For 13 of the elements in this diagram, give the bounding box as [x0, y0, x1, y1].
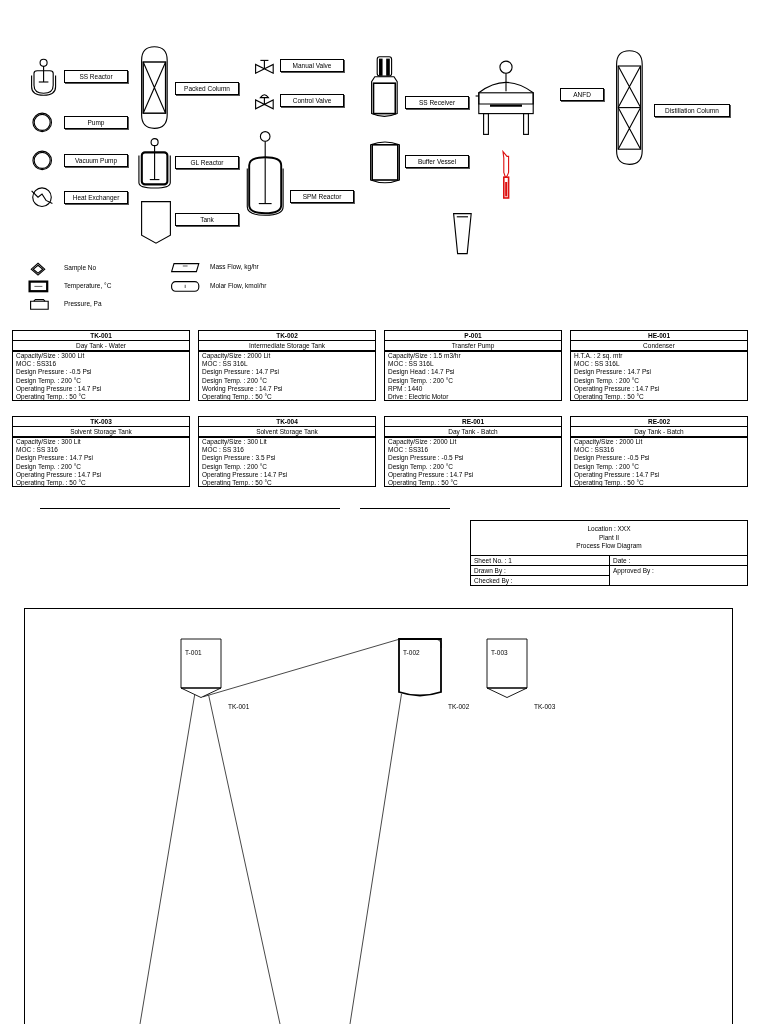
spec-table: [384, 330, 562, 401]
spec-table: [12, 416, 190, 487]
pipe-line: [202, 638, 400, 698]
pipe-line: [349, 693, 402, 1024]
pipe-line: [139, 694, 196, 1024]
spec-table: [384, 416, 562, 487]
spec-table: [12, 330, 190, 401]
title-block: [470, 520, 748, 586]
spec-table: [570, 330, 748, 401]
spec-table: [570, 416, 748, 487]
spec-table: [198, 330, 376, 401]
spec-table: [198, 416, 376, 487]
pipe-line: [208, 694, 281, 1024]
